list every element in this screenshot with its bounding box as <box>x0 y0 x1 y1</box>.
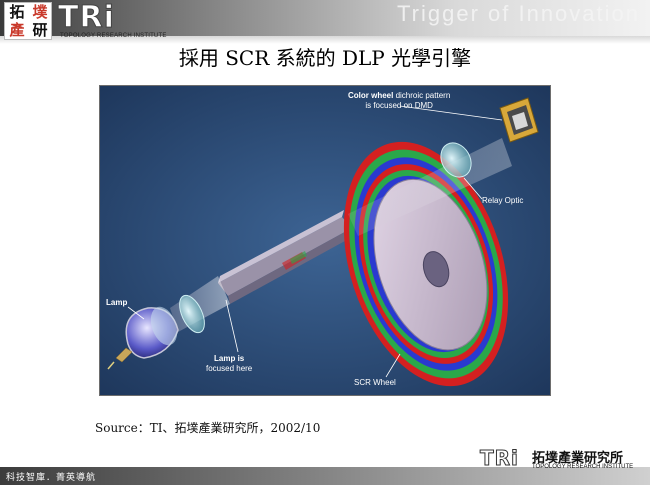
light-rod <box>218 210 354 304</box>
label-lamp-focus: Lamp is focused here <box>206 354 253 373</box>
logo-char: 產 <box>9 21 25 39</box>
dlp-optics-illustration <box>100 86 550 395</box>
footer-slogan: 科技智庫．菁英導航 <box>6 473 97 483</box>
header-fade <box>0 36 650 44</box>
logo-mark: 拓 墣 產 研 <box>4 2 52 40</box>
slide-title: 採用 SCR 系統的 DLP 光學引擎 <box>178 46 472 70</box>
leader-lamp <box>127 306 145 320</box>
relay-optic-lens <box>440 142 472 178</box>
header-band <box>0 0 650 36</box>
leader-relay-optic <box>463 177 483 200</box>
dmd-chip <box>499 97 539 143</box>
logo-char: 墣 <box>32 3 48 21</box>
leader-lamp-focus <box>225 299 239 353</box>
footer-brand-subtitle: TOPOLOGY RESEARCH INSTITUTE <box>532 464 634 470</box>
logo-char: 研 <box>32 21 48 39</box>
brand-subtitle: TOPOLOGY RESEARCH INSTITUTE <box>60 33 167 39</box>
tagline: Trigger of Innovation <box>397 1 640 26</box>
label-relay-optic: Relay Optic <box>482 196 524 205</box>
label-scr-wheel: SCR Wheel <box>354 378 396 387</box>
brand-logo: TRi <box>58 0 115 36</box>
logo-char: 拓 <box>9 3 25 21</box>
dlp-figure: Color wheel dichroic pattern is focused … <box>99 85 551 396</box>
footer-bar <box>0 467 650 485</box>
source-citation: Source：TI、拓墣產業研究所，2002/10 <box>95 421 321 435</box>
leader-scr-wheel <box>385 353 401 378</box>
label-lamp: Lamp <box>106 298 128 307</box>
label-color-wheel: Color wheel dichroic pattern is focused … <box>348 91 451 110</box>
condenser-lens <box>179 294 205 334</box>
footer-brand-logo: TRi <box>480 446 519 471</box>
leader-color-wheel <box>399 105 503 121</box>
footer-brand-name: 拓墣產業研究所 <box>532 451 624 466</box>
lamp <box>107 306 179 370</box>
